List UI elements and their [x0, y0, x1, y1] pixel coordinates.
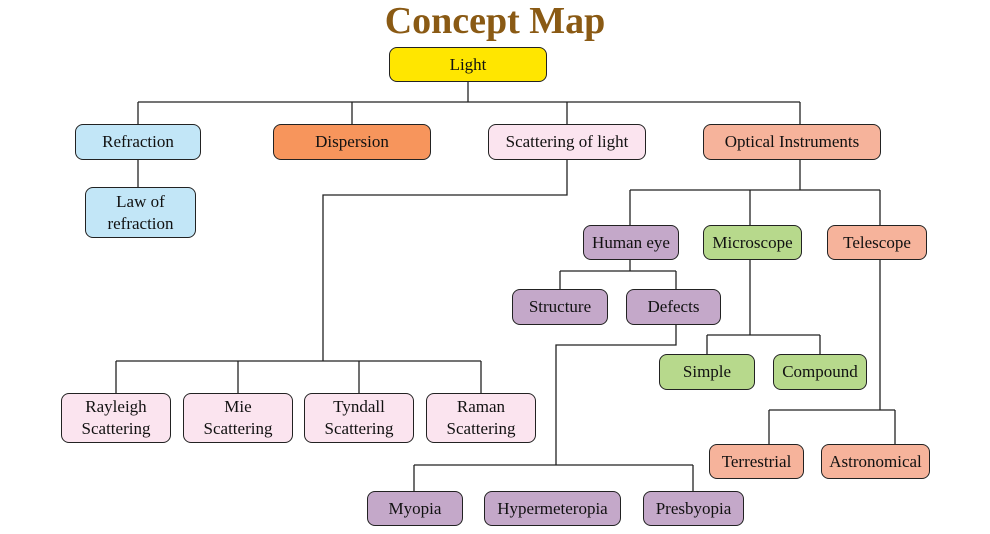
node-microscope: Microscope	[703, 225, 802, 260]
node-human-eye: Human eye	[583, 225, 679, 260]
node-defects: Defects	[626, 289, 721, 325]
node-presbyopia: Presbyopia	[643, 491, 744, 526]
node-telescope: Telescope	[827, 225, 927, 260]
node-raman-scattering: Raman Scattering	[426, 393, 536, 443]
node-myopia: Myopia	[367, 491, 463, 526]
page-title: Concept Map	[384, 0, 606, 42]
node-scattering-of-light: Scattering of light	[488, 124, 646, 160]
node-simple: Simple	[659, 354, 755, 390]
node-hypermetropia: Hypermeteropia	[484, 491, 621, 526]
node-compound: Compound	[773, 354, 867, 390]
node-mie-scattering: Mie Scattering	[183, 393, 293, 443]
node-law-of-refraction: Law of refraction	[85, 187, 196, 238]
node-astronomical: Astronomical	[821, 444, 930, 479]
node-refraction: Refraction	[75, 124, 201, 160]
node-rayleigh-scattering: Rayleigh Scattering	[61, 393, 171, 443]
node-structure: Structure	[512, 289, 608, 325]
node-optical-instruments: Optical Instruments	[703, 124, 881, 160]
node-dispersion: Dispersion	[273, 124, 431, 160]
node-tyndall-scattering: Tyndall Scattering	[304, 393, 414, 443]
node-terrestrial: Terrestrial	[709, 444, 804, 479]
node-light: Light	[389, 47, 547, 82]
